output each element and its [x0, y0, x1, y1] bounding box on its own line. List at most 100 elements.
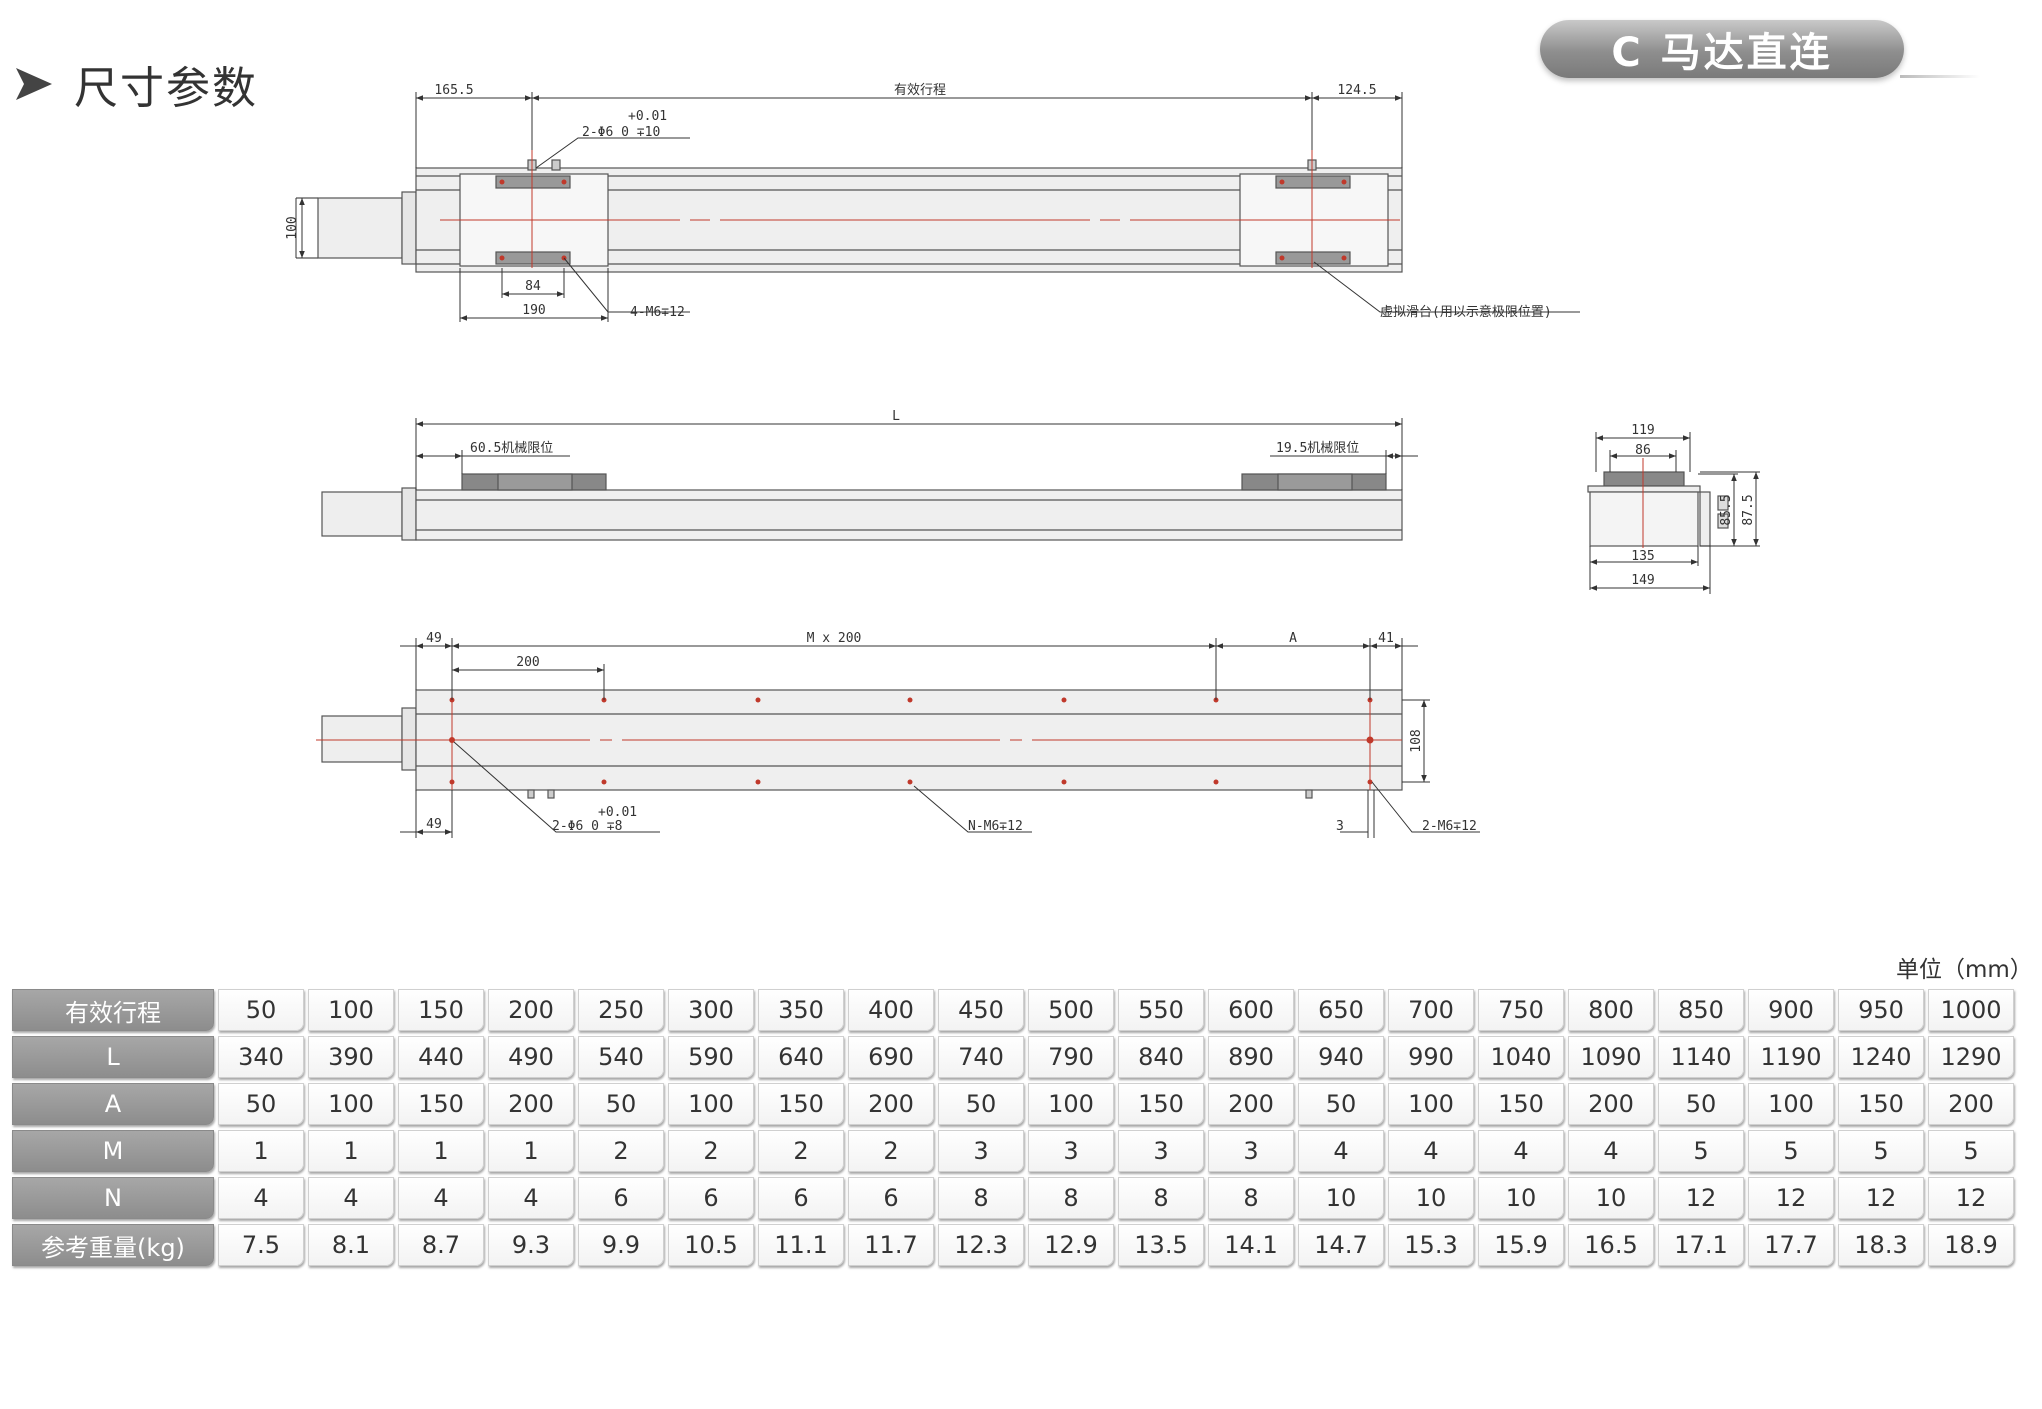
dim-85-5: 85.5 [1719, 494, 1734, 525]
table-cell: 16.5 [1568, 1224, 1654, 1266]
table-cell: 4 [1298, 1130, 1384, 1172]
top-view [296, 159, 1403, 273]
dim-49-bottom: 49 [426, 817, 442, 832]
table-cell: 8 [938, 1177, 1024, 1219]
table-cell: 100 [1748, 1083, 1834, 1125]
table-cell: 540 [578, 1036, 664, 1078]
table-cell: 1 [398, 1130, 484, 1172]
table-cell: 3 [1028, 1130, 1114, 1172]
table-cell: 800 [1568, 989, 1654, 1031]
dim-86: 86 [1635, 443, 1651, 458]
side-view [321, 473, 1403, 541]
table-cell: 550 [1118, 989, 1204, 1031]
table-cell: 850 [1658, 989, 1744, 1031]
table-cell: 9.9 [578, 1224, 664, 1266]
row-label: L [12, 1036, 214, 1078]
dim-A: A [1289, 631, 1297, 646]
table-cell: 150 [398, 989, 484, 1031]
table-cell: 400 [848, 989, 934, 1031]
table-cell: 4 [218, 1177, 304, 1219]
table-cell: 200 [1208, 1083, 1294, 1125]
table-cell: 50 [218, 1083, 304, 1125]
row-label: A [12, 1083, 214, 1125]
table-cell: 650 [1298, 989, 1384, 1031]
table-cell: 4 [308, 1177, 394, 1219]
table-cell: 300 [668, 989, 754, 1031]
table-cell: 150 [1118, 1083, 1204, 1125]
table-cell: 3 [938, 1130, 1024, 1172]
table-cell: 6 [668, 1177, 754, 1219]
table-cell: 1 [308, 1130, 394, 1172]
table-cell: 50 [1298, 1083, 1384, 1125]
table-cell: 940 [1298, 1036, 1384, 1078]
table-cell: 590 [668, 1036, 754, 1078]
table-cell: 990 [1388, 1036, 1474, 1078]
table-cell: 13.5 [1118, 1224, 1204, 1266]
bottom-mid-hole-spec: N-M6∓12 [968, 819, 1023, 834]
table-cell: 100 [1028, 1083, 1114, 1125]
table-cell: 200 [848, 1083, 934, 1125]
dim-165-5: 165.5 [434, 83, 473, 98]
table-cell: 1290 [1928, 1036, 2014, 1078]
top-hole-spec: 2-Φ6 0 ∓10 [582, 125, 660, 140]
table-cell: 5 [1658, 1130, 1744, 1172]
dim-87-5: 87.5 [1741, 494, 1756, 525]
top-view-dimensions [295, 92, 1580, 322]
table-cell: 790 [1028, 1036, 1114, 1078]
bottom-right-hole-spec: 2-M6∓12 [1422, 819, 1477, 834]
table-cell: 200 [488, 989, 574, 1031]
top-view-centerlines [440, 150, 1400, 268]
dim-stroke: 有效行程 [894, 83, 946, 98]
dim-3: 3 [1336, 819, 1344, 834]
dim-135: 135 [1631, 549, 1654, 564]
table-cell: 840 [1118, 1036, 1204, 1078]
table-cell: 640 [758, 1036, 844, 1078]
row-label: 参考重量(kg) [12, 1224, 214, 1266]
bottom-view-labels: 49 200 M x 200 A 41 108 49 +0.01 2-Φ6 0 … [426, 631, 1477, 834]
table-cell: 17.1 [1658, 1224, 1744, 1266]
bottom-view-dimensions [400, 638, 1480, 838]
table-cell: 390 [308, 1036, 394, 1078]
table-cell: 700 [1388, 989, 1474, 1031]
table-cell: 1 [218, 1130, 304, 1172]
end-view-dimensions [1589, 432, 1760, 594]
table-cell: 11.1 [758, 1224, 844, 1266]
table-cell: 100 [1388, 1083, 1474, 1125]
table-cell: 4 [1568, 1130, 1654, 1172]
table-cell: 1 [488, 1130, 574, 1172]
table-cell: 340 [218, 1036, 304, 1078]
table-cell: 4 [488, 1177, 574, 1219]
table-cell: 10.5 [668, 1224, 754, 1266]
table-cell: 1090 [1568, 1036, 1654, 1078]
limit-left: 60.5机械限位 [470, 441, 553, 456]
table-cell: 10 [1568, 1177, 1654, 1219]
end-view [1587, 471, 1729, 547]
dim-200: 200 [516, 655, 539, 670]
table-cell: 750 [1478, 989, 1564, 1031]
table-cell: 150 [1478, 1083, 1564, 1125]
table-cell: 8 [1118, 1177, 1204, 1219]
play-arrow-icon [16, 68, 52, 100]
table-cell: 2 [578, 1130, 664, 1172]
table-cell: 50 [578, 1083, 664, 1125]
model-badge: C 马达直连 [1540, 20, 1904, 78]
table-cell: 250 [578, 989, 664, 1031]
unit-label: 单位（mm） [1896, 957, 2033, 983]
table-cell: 15.9 [1478, 1224, 1564, 1266]
table-cell: 950 [1838, 989, 1924, 1031]
table-cell: 100 [308, 989, 394, 1031]
dim-84: 84 [525, 279, 541, 294]
row-label: M [12, 1130, 214, 1172]
bottom-view-holes [449, 697, 1374, 785]
technical-drawing: 165.5 有效行程 124.5 +0.01 2-Φ6 0 ∓10 100 84… [285, 83, 1760, 838]
table-cell: 1140 [1658, 1036, 1744, 1078]
table-cell: 690 [848, 1036, 934, 1078]
table-cell: 2 [848, 1130, 934, 1172]
table-cell: 4 [1388, 1130, 1474, 1172]
table-cell: 17.7 [1748, 1224, 1834, 1266]
